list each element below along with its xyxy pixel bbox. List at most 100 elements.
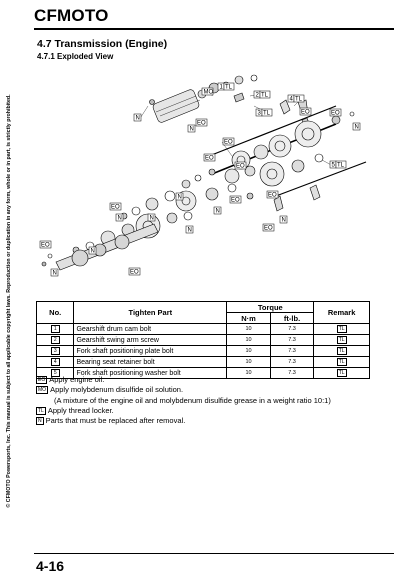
callout-mo: MO <box>201 87 214 96</box>
part-name: Fork shaft positioning washer bolt <box>73 367 228 379</box>
svg-text:MO: MO <box>204 90 214 96</box>
callout-eo: EO <box>109 202 122 211</box>
callout-n: N <box>279 215 288 224</box>
callout-n: N <box>213 206 222 215</box>
callout-n: N <box>352 122 361 131</box>
svg-text:N: N <box>282 218 286 224</box>
torque-ftlb: 7.3 <box>269 323 315 335</box>
svg-text:N: N <box>91 249 95 255</box>
header-rule <box>34 28 394 30</box>
copyright-side-note: © CFMOTO Powersports, Inc. This manual i… <box>4 86 14 516</box>
svg-text:EO: EO <box>41 243 50 249</box>
callout-eo: EO <box>266 190 279 199</box>
callout-eo: EO <box>262 223 275 232</box>
svg-text:EO: EO <box>224 140 233 146</box>
svg-text:N: N <box>53 271 57 277</box>
copyright-text: © CFMOTO Powersports, Inc. This manual i… <box>6 94 12 508</box>
row-number: 2 <box>50 336 60 344</box>
legend-n-text: Parts that must be replaced after remova… <box>45 416 186 426</box>
header-tighten-part: Tighten Part <box>73 301 228 324</box>
eo-tag: EO <box>36 376 48 384</box>
header-remark: Remark <box>313 301 370 324</box>
header-torque: Torque <box>226 301 315 313</box>
callout-eo: EO <box>222 137 235 146</box>
callout-n: N <box>133 113 142 122</box>
row-number: 5 <box>50 369 60 377</box>
callout-eo: EO <box>195 118 208 127</box>
legend-eo-text: Apply engine oil. <box>49 375 105 384</box>
callout-eo: EO <box>299 107 312 116</box>
svg-text:EO: EO <box>197 121 206 127</box>
callout-eo: EO <box>39 240 52 249</box>
svg-text:N: N <box>136 116 140 122</box>
callout-n: N <box>185 225 194 234</box>
svg-text:TL: TL <box>261 93 269 99</box>
callout-n: N <box>175 192 184 201</box>
svg-text:EO: EO <box>231 198 240 204</box>
torque-ftlb: 7.3 <box>269 356 315 368</box>
row-number: 4 <box>50 358 60 366</box>
part-name: Gearshift swing arm screw <box>73 334 228 346</box>
svg-text:N: N <box>190 127 194 133</box>
callout-1-tl: 1 TL <box>217 82 235 91</box>
transmission-exploded-view: MO 1 TL 2 TL 3 TL 4 TL 5 <box>39 74 367 277</box>
svg-text:EO: EO <box>205 156 214 162</box>
svg-text:3: 3 <box>258 111 262 117</box>
callout-eo: EO <box>234 161 247 170</box>
callout-4-tl: 4 TL <box>287 94 305 103</box>
torque-ftlb: 7.3 <box>269 345 315 357</box>
remark-tag: TL <box>336 336 347 344</box>
callout-eo: EO <box>203 153 216 162</box>
section-title: 4.7 Transmission (Engine) <box>37 38 168 50</box>
n-tag: N <box>36 417 44 426</box>
svg-text:5: 5 <box>332 163 336 169</box>
tl-tag: TL <box>36 406 46 415</box>
row-number: 1 <box>50 325 60 333</box>
countershaft <box>41 223 159 271</box>
svg-text:TL: TL <box>225 85 233 91</box>
legend-mo-note: (A mixture of the engine oil and molybde… <box>54 395 331 405</box>
gearshift-drum <box>149 74 258 123</box>
table-row: 1 Gearshift drum cam bolt 10 7.3 TL <box>35 323 370 335</box>
torque-nm: 10 <box>226 345 271 357</box>
svg-text:EO: EO <box>331 111 340 117</box>
header-nm: N·m <box>226 312 271 324</box>
callout-n: N <box>50 268 59 277</box>
svg-text:EO: EO <box>268 193 277 199</box>
svg-text:EO: EO <box>301 110 310 116</box>
torque-ftlb: 7.3 <box>269 334 315 346</box>
table-row: 4 Bearing seat retainer bolt 10 7.3 TL <box>35 356 370 368</box>
torque-nm: 10 <box>226 367 271 379</box>
table-row: 2 Gearshift swing arm screw 10 7.3 TL <box>35 334 370 346</box>
svg-text:EO: EO <box>111 205 120 211</box>
svg-text:N: N <box>355 125 359 131</box>
callout-5-tl: 5 TL <box>329 160 347 169</box>
mo-tag: MO <box>36 386 49 395</box>
torque-nm: 10 <box>226 356 271 368</box>
legend-mo-text: Apply molybdenum disulfide oil solution. <box>50 385 184 395</box>
svg-text:1: 1 <box>220 85 224 91</box>
callout-n: N <box>147 213 156 222</box>
remark-tag: TL <box>336 347 347 355</box>
torque-nm: 10 <box>226 323 271 335</box>
svg-text:EO: EO <box>236 164 245 170</box>
legend-tl-text: Apply thread locker. <box>47 405 114 415</box>
svg-text:TL: TL <box>295 97 303 103</box>
svg-text:4: 4 <box>290 97 294 103</box>
header-no: No. <box>35 301 75 324</box>
svg-text:N: N <box>178 195 182 201</box>
row-number: 3 <box>50 347 60 355</box>
svg-text:2: 2 <box>256 93 260 99</box>
callout-n: N <box>115 213 124 222</box>
header-ftlb: ft-lb. <box>269 312 315 324</box>
part-name: Bearing seat retainer bolt <box>73 356 228 368</box>
svg-text:N: N <box>118 216 122 222</box>
callout-eo: EO <box>329 108 342 117</box>
part-name: Fork shaft positioning plate bolt <box>73 345 228 357</box>
remark-tag: TL <box>336 358 347 366</box>
middle-gears <box>181 153 324 189</box>
